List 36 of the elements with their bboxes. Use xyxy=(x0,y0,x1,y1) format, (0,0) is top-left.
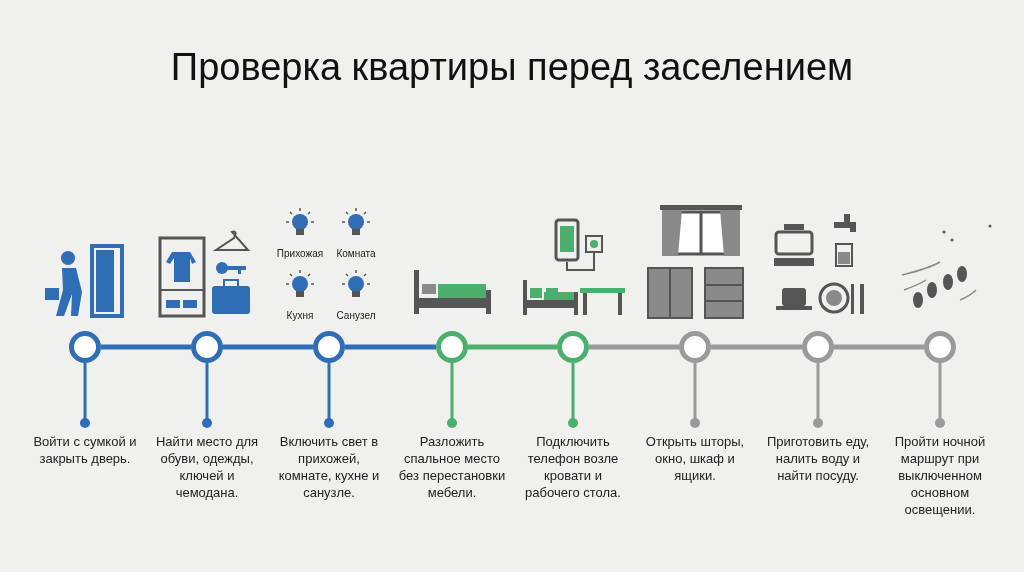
timeline-segment xyxy=(468,344,557,350)
stem-line xyxy=(568,363,578,428)
step-text: Найти место для обуви, одежды, ключей и чемодана. xyxy=(151,423,263,501)
timeline-circle xyxy=(802,331,834,363)
timeline-circle xyxy=(69,331,101,363)
room-label: Прихожая xyxy=(275,248,325,259)
step-text: Приготовить еду, налить воду и найти посуду. xyxy=(762,423,874,484)
timeline-segment xyxy=(223,344,313,350)
title: Проверка квартиры перед заселением xyxy=(169,46,855,89)
room-label: Санузел xyxy=(335,310,377,321)
timeline-segment xyxy=(834,344,924,350)
timeline-segment xyxy=(101,344,191,350)
timeline-circle xyxy=(679,331,711,363)
timeline-circle xyxy=(436,331,468,363)
timeline-circle xyxy=(191,331,223,363)
step-text: Разложить спальное место без перестановки мебели. xyxy=(396,423,508,501)
stem-line xyxy=(690,363,700,428)
step-text: Включить свет в прихожей, комнате, кухне и санузле. xyxy=(273,423,385,501)
room-label: Кухня xyxy=(285,310,315,321)
step-text: Войти с сумкой и закрыть дверь. xyxy=(29,423,141,467)
stem-line xyxy=(324,363,334,428)
stem-line xyxy=(447,363,457,428)
stem-line xyxy=(813,363,823,428)
stem-line xyxy=(80,363,90,428)
stem-line xyxy=(202,363,212,428)
timeline-segment xyxy=(589,344,679,350)
timeline-segment xyxy=(345,344,436,350)
room-label: Комната xyxy=(335,248,377,259)
step-text: Открыть шторы, окно, шкаф и ящики. xyxy=(639,423,751,484)
timeline-circle xyxy=(924,331,956,363)
stem-line xyxy=(935,363,945,428)
step-text: Пройти ночной маршрут при выключенном основном освещении. xyxy=(884,423,996,518)
timeline-circle xyxy=(557,331,589,363)
timeline-circle xyxy=(313,331,345,363)
step-text: Подключить телефон возле кровати и рабочего стола. xyxy=(517,423,629,501)
timeline-segment xyxy=(711,344,802,350)
